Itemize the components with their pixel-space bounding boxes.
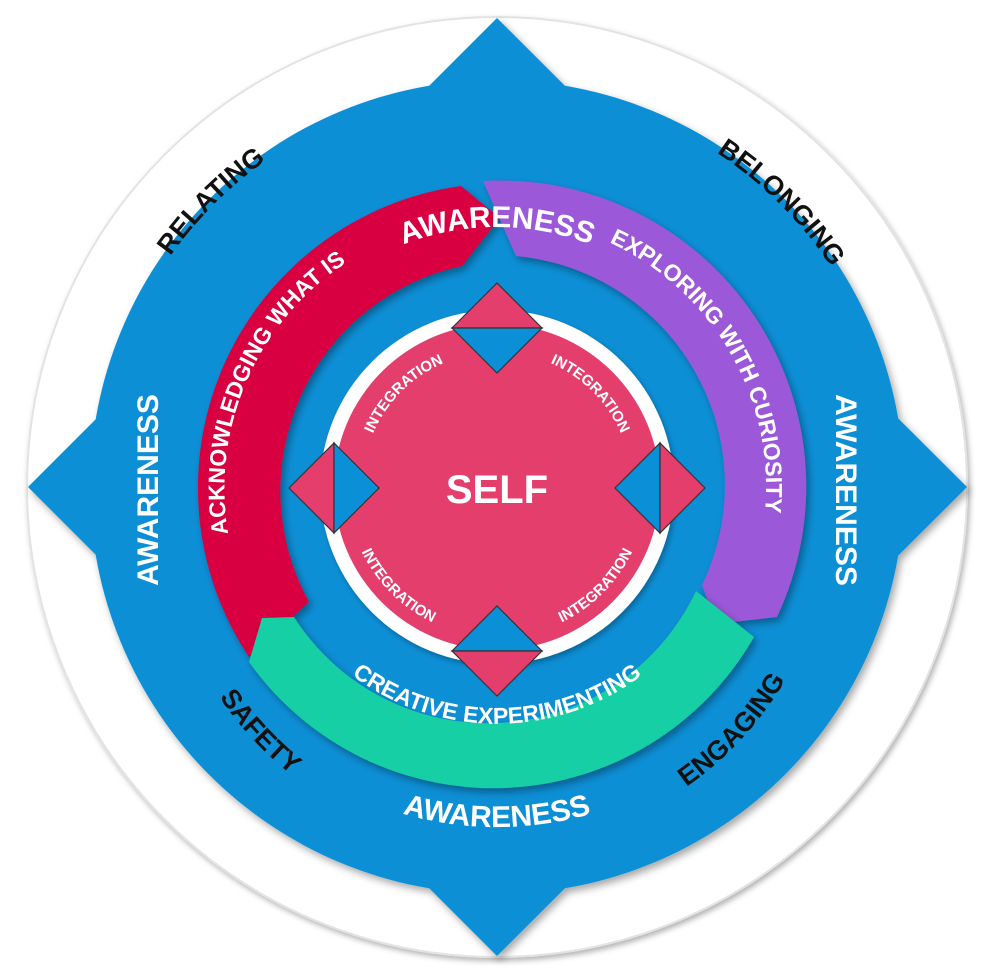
integration-diamond-right — [614, 441, 706, 535]
creative-arrow — [249, 591, 754, 789]
acknowledging-arrow — [197, 186, 500, 657]
self-label: SELF — [446, 468, 548, 512]
integration-diamond-left — [288, 441, 380, 535]
self-circle — [334, 324, 660, 650]
awareness-right-label: AWARENESS — [829, 394, 862, 586]
integration-diamond-bottom — [450, 605, 544, 697]
integration-diamond-top — [450, 282, 544, 374]
exploring-arrow — [483, 180, 807, 624]
awareness-left-label: AWARENESS — [132, 394, 165, 586]
